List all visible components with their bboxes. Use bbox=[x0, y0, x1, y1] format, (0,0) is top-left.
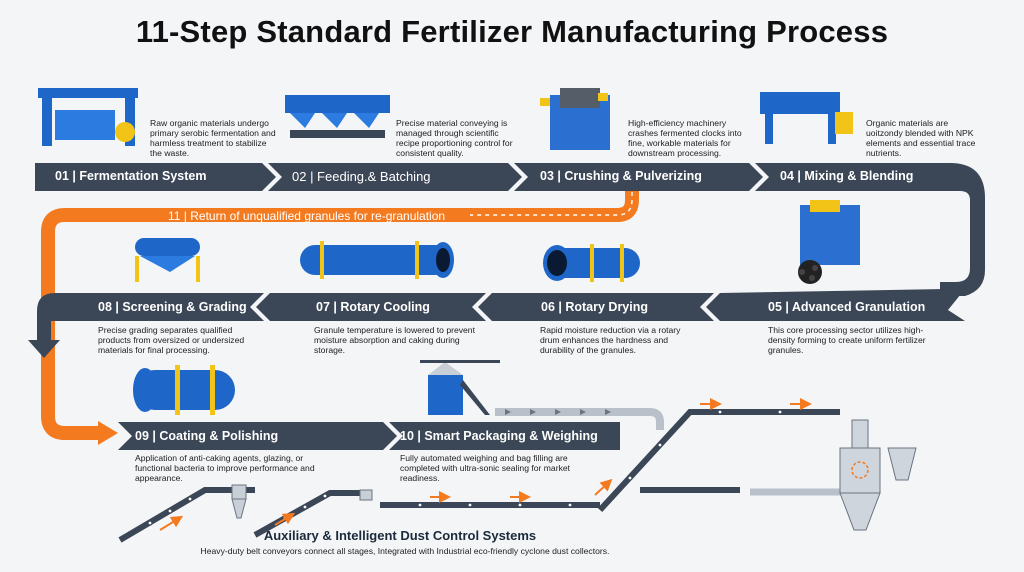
granulator-machine-icon bbox=[798, 200, 860, 284]
dryer-drum-icon bbox=[543, 244, 640, 282]
band-step-02 bbox=[268, 163, 522, 191]
return-arrow-head-right bbox=[98, 421, 118, 445]
step-03-label: 03 | Crushing & Pulverizing bbox=[540, 169, 702, 183]
crusher-machine-icon bbox=[540, 88, 610, 150]
aux-systems-title: Auxiliary & Intelligent Dust Control Sys… bbox=[263, 528, 537, 543]
step-07-description: Granule temperature is lowered to preven… bbox=[314, 325, 475, 355]
page-title: 11-Step Standard Fertilizer Manufacturin… bbox=[135, 14, 889, 49]
step-09-label: 09 | Coating & Polishing bbox=[135, 429, 279, 443]
cyclone-small-icon bbox=[231, 484, 247, 519]
screener-machine-icon bbox=[135, 238, 200, 282]
aux-systems-description: Heavy-duty belt conveyors connect all st… bbox=[200, 546, 610, 556]
cyclone-large-icon bbox=[839, 419, 917, 531]
step-01-description: Raw organic materials undergo primary se… bbox=[150, 118, 276, 158]
step-02-description: Precise material conveying is managed th… bbox=[396, 118, 513, 158]
step-05-label: 05 | Advanced Granulation bbox=[768, 300, 926, 314]
band-step-07 bbox=[256, 293, 486, 321]
mixer-machine-icon bbox=[760, 92, 853, 144]
dust-duct bbox=[495, 408, 664, 430]
band-step-03 bbox=[514, 163, 763, 191]
step-10-description: Fully automated weighing and bag filling… bbox=[400, 453, 571, 483]
fermentation-machine-icon bbox=[38, 88, 138, 146]
step-11-return-label: 11 | Return of unqualified granules for … bbox=[168, 209, 446, 223]
step-05-description: This core processing sector utilizes hig… bbox=[768, 325, 926, 355]
packaging-machine-icon bbox=[420, 360, 500, 415]
band-step-04 bbox=[755, 163, 985, 296]
band-step-05 bbox=[706, 289, 965, 321]
band-step-10 bbox=[389, 422, 620, 450]
step-04-label: 04 | Mixing & Blending bbox=[780, 169, 914, 183]
step-04-description: Organic materials are uoitzondy blended … bbox=[866, 118, 976, 158]
step-10-label: 10 | Smart Packaging & Weighing bbox=[400, 429, 598, 443]
band-step-06 bbox=[478, 293, 714, 321]
duct-arrows bbox=[505, 409, 611, 415]
batching-machine-icon bbox=[285, 95, 390, 138]
conveyor-rollers bbox=[147, 409, 783, 526]
step-06-label: 06 | Rotary Drying bbox=[541, 300, 649, 314]
step-01-label: 01 | Fermentation System bbox=[55, 169, 207, 183]
band-step-09 bbox=[118, 422, 397, 450]
return-loop-inner bbox=[470, 192, 633, 216]
step-06-description: Rapid moisture reduction via a rotary dr… bbox=[540, 325, 681, 355]
step-07-label: 07 | Rotary Cooling bbox=[316, 300, 430, 314]
step-08-description: Precise grading separates qualified prod… bbox=[98, 325, 245, 355]
cooler-drum-icon bbox=[300, 241, 454, 279]
band-step-08 bbox=[28, 293, 264, 358]
step-08-label: 08 | Screening & Grading bbox=[98, 300, 247, 314]
step-09-description: Application of anti-caking agents, glazi… bbox=[135, 453, 315, 483]
band-step-01 bbox=[35, 163, 276, 191]
step-02-label: 02 | Feeding.& Batching bbox=[292, 169, 431, 184]
cyclone-mid-icon bbox=[359, 489, 373, 501]
conveyor-flow-arrows bbox=[159, 398, 812, 531]
step-03-description: High-efficiency machinery crashes fermen… bbox=[628, 118, 742, 158]
coating-machine-icon bbox=[133, 365, 235, 415]
